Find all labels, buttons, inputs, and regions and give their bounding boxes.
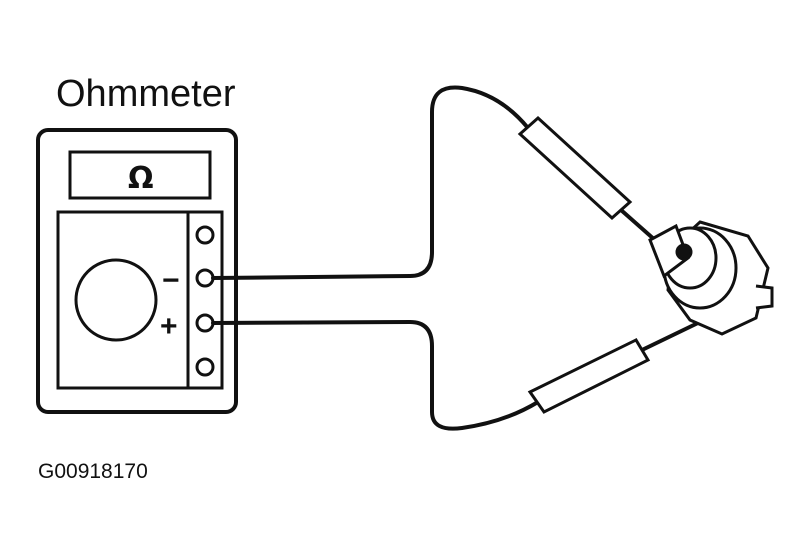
sensor-component: [648, 220, 774, 336]
ohmmeter-case: [36, 128, 238, 414]
terminal-1: [195, 225, 215, 245]
upper-probe-handle: [517, 115, 633, 221]
ohmmeter: [36, 128, 238, 414]
ohm-symbol: Ω: [128, 161, 154, 196]
ohmmeter-panel: [56, 210, 224, 390]
lower-probe-tip: [641, 320, 701, 352]
lower-probe: [527, 320, 701, 414]
sensor-terminal-pin: [675, 243, 693, 261]
test-leads: [211, 85, 540, 431]
terminal-4: [195, 357, 215, 377]
diagram-title: Ohmmeter: [56, 73, 236, 115]
terminal-negative: [195, 268, 215, 288]
selector-dial: [74, 258, 158, 342]
terminal-positive: [195, 313, 215, 333]
sensor-thread-stub: [755, 284, 774, 310]
upper-probe: [517, 115, 666, 250]
negative-label: −: [162, 264, 180, 297]
figure-code: G00918170: [38, 460, 148, 483]
ohmmeter-display: [68, 150, 212, 200]
negative-lead-wire: [211, 85, 530, 280]
positive-lead-wire: [211, 319, 540, 431]
lower-probe-handle: [527, 338, 651, 414]
positive-label: +: [160, 310, 178, 343]
